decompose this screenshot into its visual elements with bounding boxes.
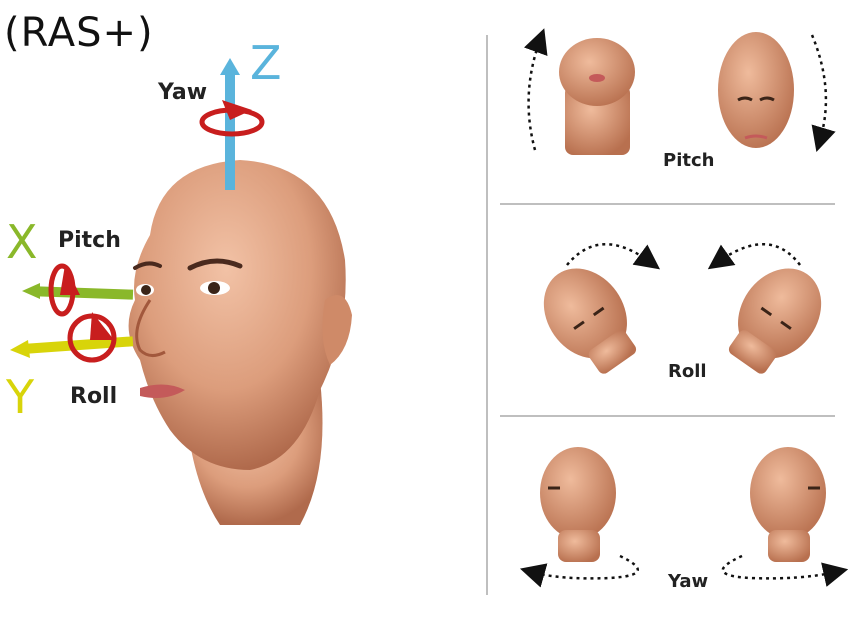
roll-head-left	[543, 268, 637, 374]
main-head	[128, 160, 352, 525]
yaw-rotation-arrow	[199, 100, 265, 137]
z-axis-label: Z	[250, 36, 282, 90]
roll-arrow-right	[707, 243, 801, 270]
yaw-arrow-left	[519, 554, 640, 588]
pitch-arrow-left	[523, 28, 548, 151]
pitch-label: Pitch	[58, 228, 121, 253]
pitch-head-up	[559, 38, 635, 155]
roll-panel-label: Roll	[668, 361, 707, 382]
y-axis-arrow	[10, 336, 134, 358]
yaw-panel-label: Yaw	[668, 571, 709, 592]
coordinate-system-title: (RAS+)	[4, 10, 154, 56]
yaw-label: Yaw	[158, 80, 208, 105]
pitch-head-down	[718, 32, 794, 148]
yaw-head-left	[540, 447, 616, 562]
roll-head-right	[728, 268, 822, 374]
pitch-panel-label: Pitch	[663, 150, 715, 171]
roll-arrow-left	[566, 243, 661, 270]
yaw-head-right	[750, 447, 826, 562]
pitch-rotation-arrow	[48, 263, 80, 317]
x-axis-label: X	[6, 215, 38, 269]
z-axis-arrow	[220, 58, 240, 190]
pitch-arrow-right	[810, 34, 836, 152]
y-axis-label: Y	[6, 370, 35, 424]
roll-label: Roll	[70, 384, 118, 409]
roll-rotation-arrow	[67, 312, 117, 363]
